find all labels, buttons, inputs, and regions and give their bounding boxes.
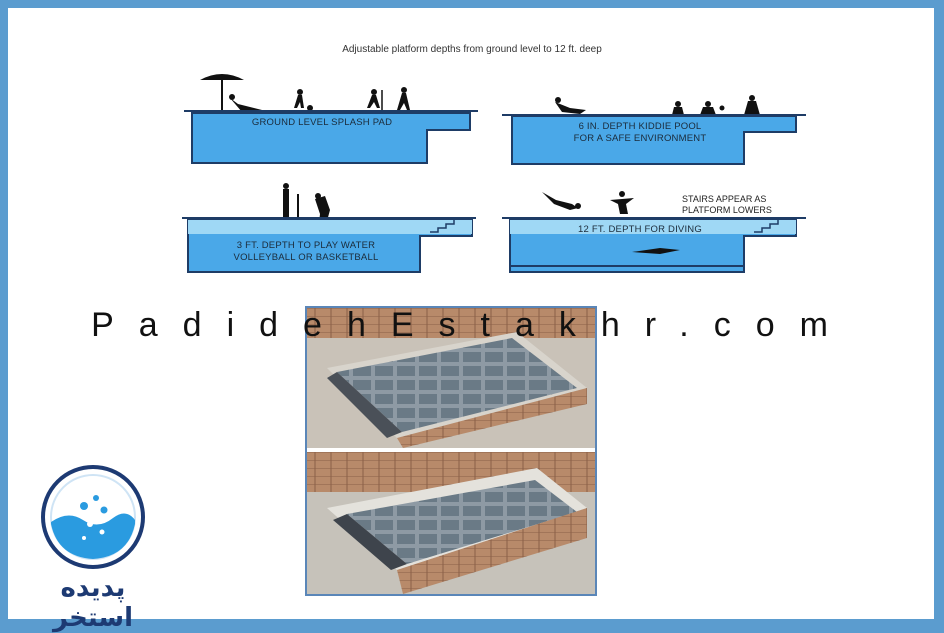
panel-kiddie-pool: 6 IN. DEPTH KIDDIE POOL FOR A SAFE ENVIR… xyxy=(500,88,810,170)
pool-diagram-1 xyxy=(184,74,478,164)
stairs-note-line1: STAIRS APPEAR AS xyxy=(682,194,767,204)
brand-logo xyxy=(28,462,158,612)
panel-4-label: 12 FT. DEPTH FOR DIVING xyxy=(578,224,702,235)
panel-2-label-line1: 6 IN. DEPTH KIDDIE POOL xyxy=(578,121,702,132)
panel-diving: 12 FT. DEPTH FOR DIVING xyxy=(500,186,810,276)
panel-3-label-line1: 3 FT. DEPTH TO PLAY WATER xyxy=(236,240,376,251)
panel-ground-level: GROUND LEVEL SPLASH PAD xyxy=(182,70,482,170)
panel-volleyball: 3 FT. DEPTH TO PLAY WATER VOLLEYBALL OR … xyxy=(180,180,480,276)
panel-1-label: GROUND LEVEL SPLASH PAD xyxy=(251,117,393,128)
stairs-note: STAIRS APPEAR AS PLATFORM LOWERS xyxy=(682,194,802,216)
panel-3-label-line2: VOLLEYBALL OR BASKETBALL xyxy=(233,252,379,263)
pool-diagram-2 xyxy=(502,95,806,165)
logo-text: پدیده استخر xyxy=(52,573,133,633)
platform-photo xyxy=(305,306,597,596)
pool-diagram-4 xyxy=(502,191,806,273)
water-drop-logo-icon xyxy=(41,465,145,569)
stairs-note-line2: PLATFORM LOWERS xyxy=(682,205,772,215)
platform-photo-illustration xyxy=(307,308,595,594)
watermark-text: PadidehEstakhr.com xyxy=(91,306,853,344)
pool-diagram-3 xyxy=(182,183,476,273)
diagram-title: Adjustable platform depths from ground l… xyxy=(342,44,602,55)
panel-2-label-line2: FOR A SAFE ENVIRONMENT xyxy=(573,133,707,144)
